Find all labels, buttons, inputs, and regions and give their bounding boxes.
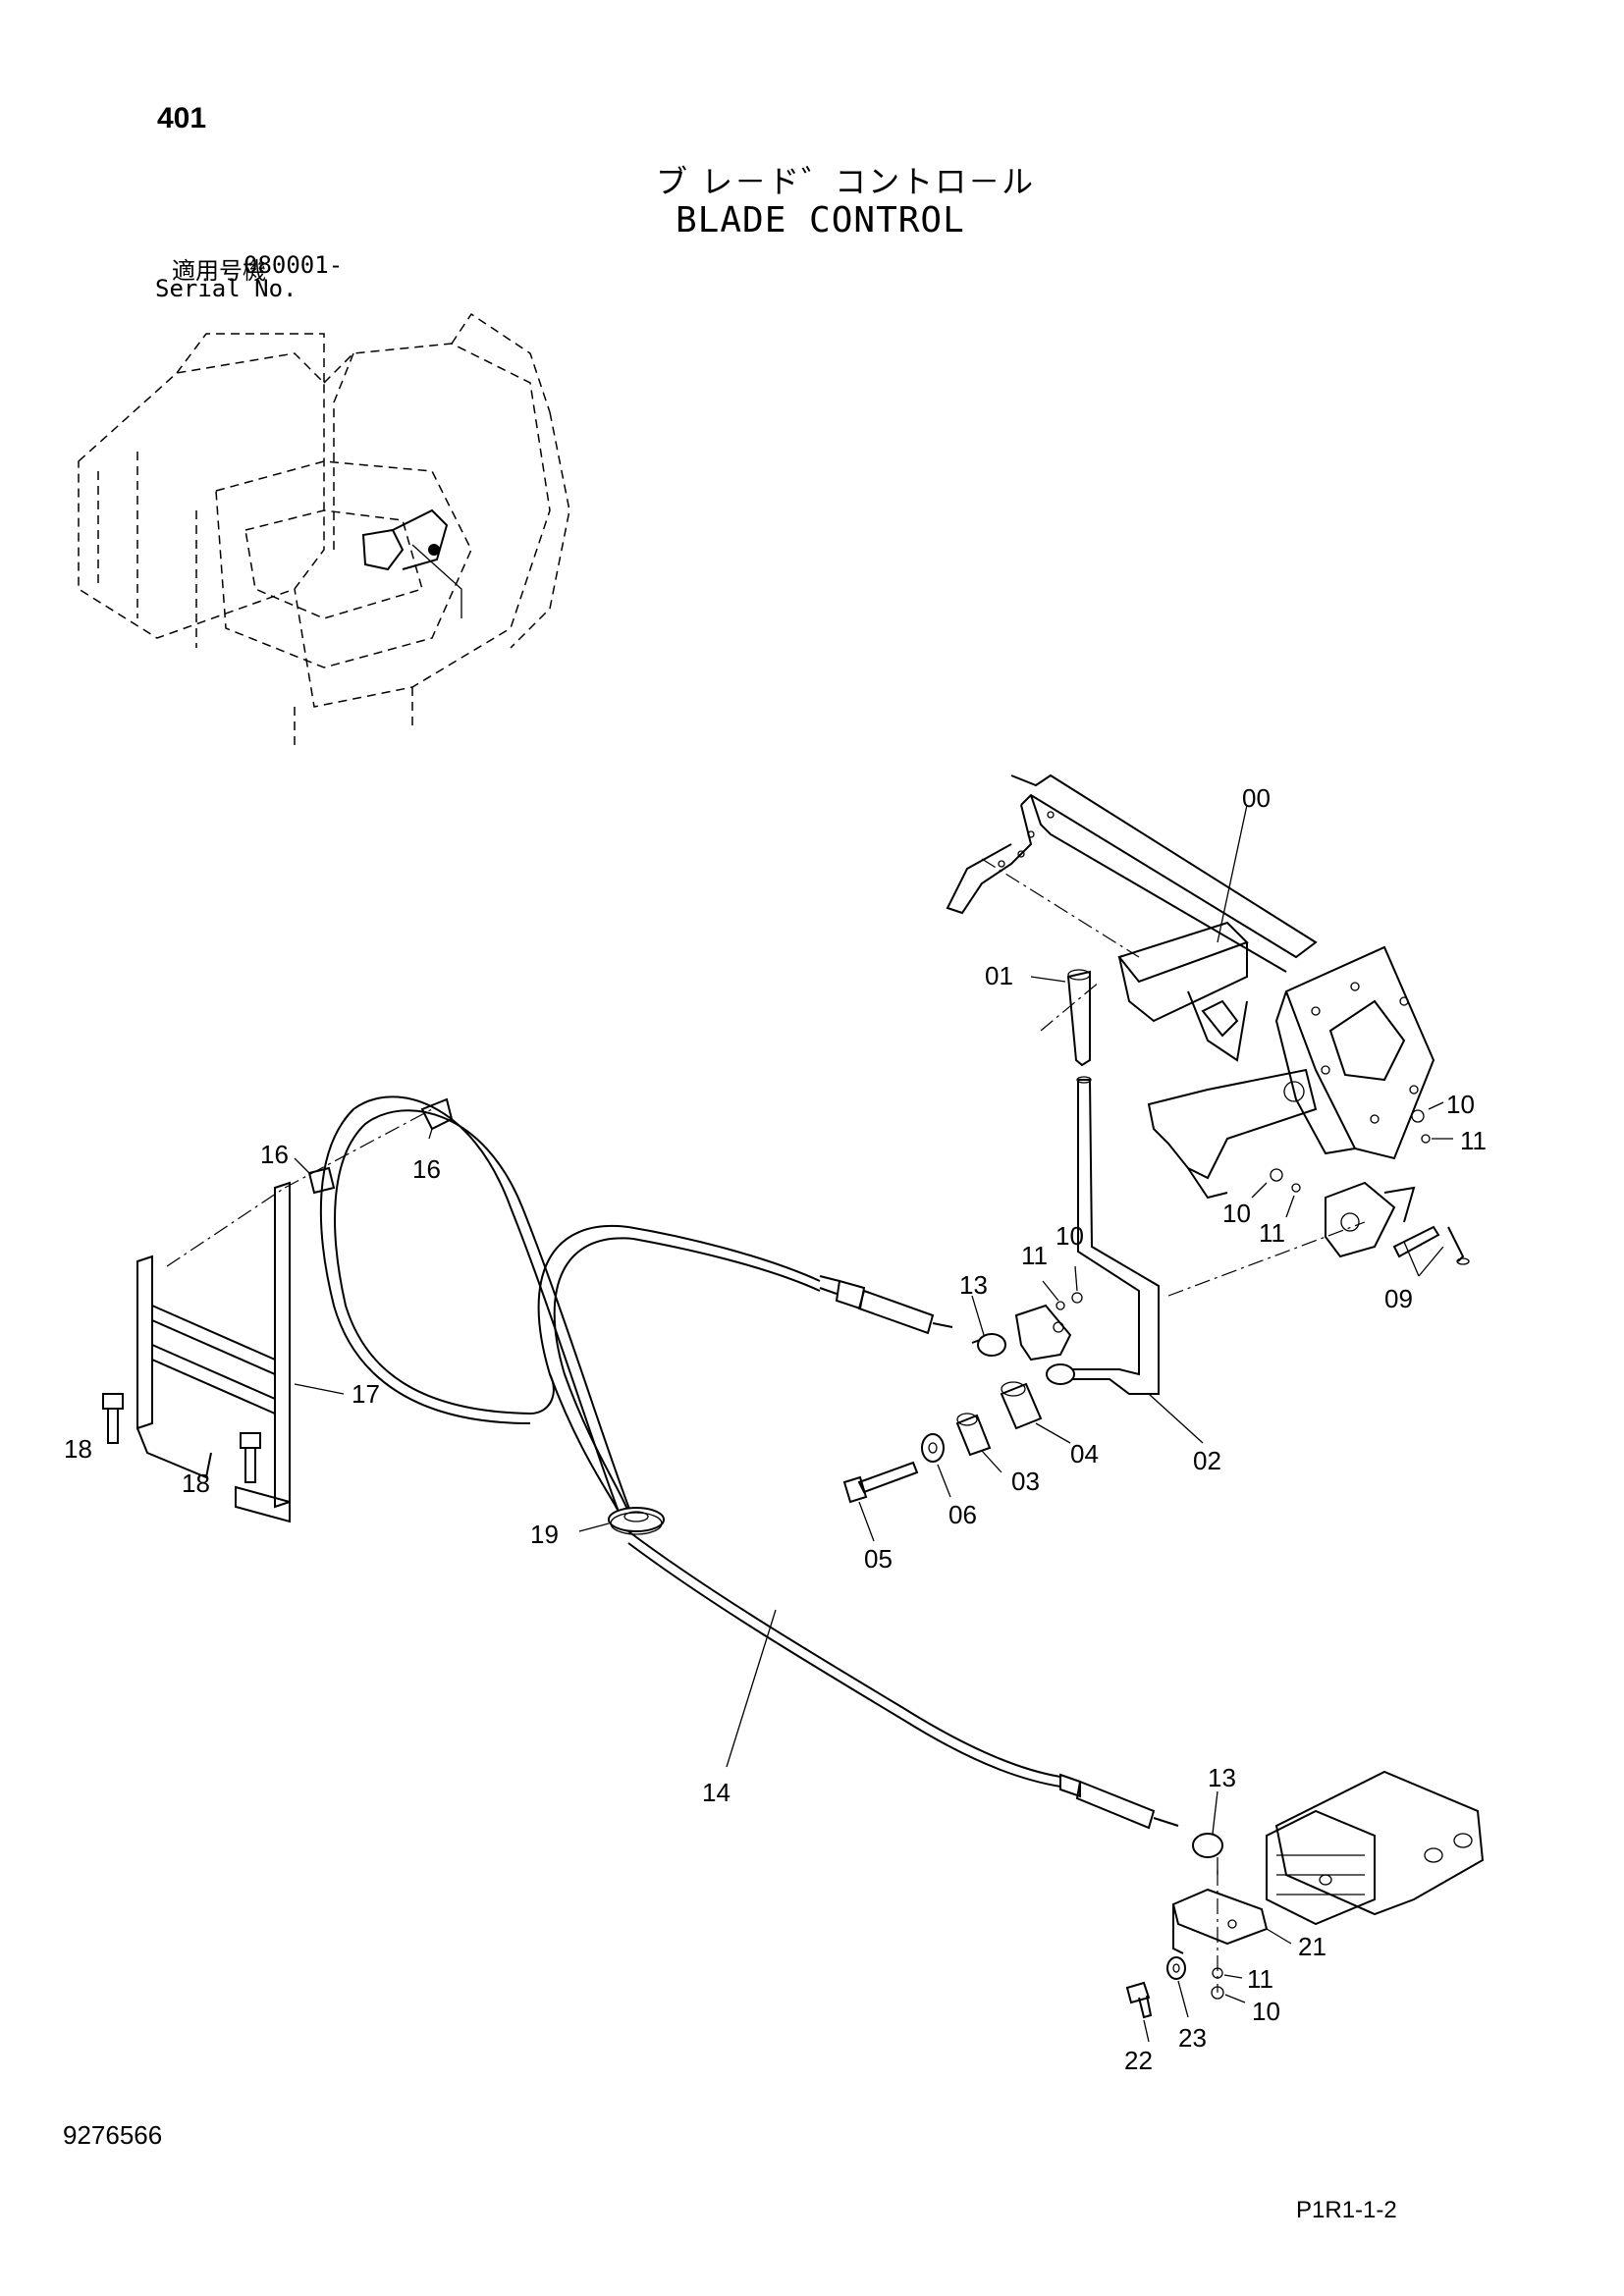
leader-23 (1177, 1980, 1189, 2018)
leader-11d (1223, 1974, 1243, 1979)
callout-11a: 11 (1460, 1126, 1487, 1155)
bushing-04 (1000, 1381, 1043, 1430)
callout-13b: 13 (1208, 1763, 1236, 1792)
overview-highlight-part (361, 508, 462, 618)
leader-06 (937, 1464, 951, 1498)
centerline-knob (1040, 981, 1101, 1032)
callout-11b: 11 (1259, 1218, 1285, 1248)
leader-00 (1217, 804, 1248, 943)
grommet-19 (608, 1507, 665, 1535)
callout-16b: 16 (412, 1154, 441, 1184)
bracket-assembly-00 (946, 774, 1435, 1258)
centerline-bracket (981, 858, 1140, 958)
serial-label-english: Serial No. (155, 275, 298, 302)
bolt-22 (1125, 1981, 1153, 2019)
leader-03 (981, 1450, 1002, 1473)
leader-16b (428, 1128, 433, 1140)
callout-10c: 10 (1056, 1221, 1084, 1251)
leader-10a (1428, 1101, 1444, 1110)
leader-19 (578, 1522, 610, 1532)
washer-23 (1166, 1956, 1186, 1980)
callout-22: 22 (1124, 2046, 1153, 2075)
bolt-18b (240, 1432, 261, 1483)
leader-02 (1148, 1393, 1204, 1444)
callout-01: 01 (985, 961, 1013, 990)
leader-22 (1143, 2019, 1150, 2043)
callout-11d: 11 (1247, 1964, 1273, 1994)
callout-18b: 18 (182, 1468, 210, 1498)
drawing-number: 9276566 (63, 2120, 163, 2150)
serial-label-japanese: 適用号機 (172, 257, 266, 285)
callout-16a: 16 (260, 1140, 289, 1169)
washer-06 (921, 1433, 945, 1463)
callout-11c: 11 (1021, 1241, 1048, 1270)
callout-00: 00 (1242, 783, 1271, 813)
washer-11a (1421, 1134, 1431, 1144)
callout-10a: 10 (1446, 1090, 1475, 1119)
title-english: BLADE CONTROL (676, 200, 965, 240)
cable-loop-upper (319, 1095, 631, 1513)
washer-11b (1291, 1183, 1301, 1193)
ball-joint-13b (1192, 1833, 1223, 1875)
clamp-16b (420, 1097, 454, 1131)
leader-10c (1074, 1265, 1078, 1292)
leader-11b (1285, 1195, 1295, 1218)
leader-10b (1251, 1182, 1268, 1199)
title-japanese: ブ レ－ド゛コントロ－ル (656, 163, 1036, 200)
control-valve (1266, 1770, 1485, 1926)
callout-05: 05 (864, 1544, 893, 1574)
leader-21 (1266, 1928, 1292, 1945)
control-cable-14 (537, 1224, 1179, 1830)
leader-17 (294, 1383, 345, 1395)
clevis-bracket-upper (1014, 1304, 1072, 1362)
clamp-16a (294, 1157, 336, 1195)
callout-10d: 10 (1252, 1997, 1280, 2026)
control-lever-02 (1046, 1076, 1160, 1395)
leader-13b (1212, 1790, 1218, 1835)
leader-14 (726, 1609, 777, 1768)
lever-knob-01 (1066, 969, 1091, 1067)
callout-19: 19 (530, 1520, 559, 1549)
nut-10a (1411, 1109, 1425, 1123)
callout-13a: 13 (959, 1270, 988, 1300)
nut-10b (1270, 1168, 1283, 1182)
sheet-reference: P1R1-1-2 (1296, 2197, 1397, 2223)
nut-10c (1071, 1292, 1083, 1304)
leader-13a (971, 1295, 985, 1336)
callout-18a: 18 (64, 1434, 92, 1464)
bushing-03 (955, 1413, 992, 1457)
callout-06: 06 (948, 1500, 977, 1529)
mounting-bracket-21 (1171, 1888, 1269, 1954)
callout-14: 14 (702, 1778, 731, 1807)
callout-03: 03 (1011, 1467, 1040, 1496)
bolt-pin-09 (1392, 1225, 1470, 1265)
serial-number-range: 080001- (244, 251, 344, 279)
callout-21: 21 (1298, 1932, 1326, 1961)
callout-10b: 10 (1222, 1199, 1251, 1228)
leader-04 (1035, 1422, 1071, 1444)
callout-23: 23 (1178, 2023, 1207, 2053)
ball-joint-13a (971, 1333, 1006, 1357)
leader-11c (1042, 1280, 1059, 1302)
centerline-pivot (1167, 1221, 1366, 1297)
cab-overview-sketch (78, 312, 570, 746)
callout-02: 02 (1193, 1446, 1221, 1475)
bolt-05 (842, 1461, 919, 1504)
page-number: 401 (157, 102, 207, 134)
leader-09 (1403, 1241, 1444, 1277)
callout-09: 09 (1384, 1284, 1413, 1313)
callout-17: 17 (352, 1379, 380, 1409)
leader-01 (1030, 976, 1066, 983)
leader-05 (858, 1501, 875, 1542)
bolt-18a (102, 1393, 124, 1444)
washer-11c (1056, 1301, 1065, 1310)
callout-04: 04 (1070, 1439, 1099, 1468)
leader-10d (1224, 1994, 1246, 2003)
support-stand-17 (136, 1108, 433, 1523)
